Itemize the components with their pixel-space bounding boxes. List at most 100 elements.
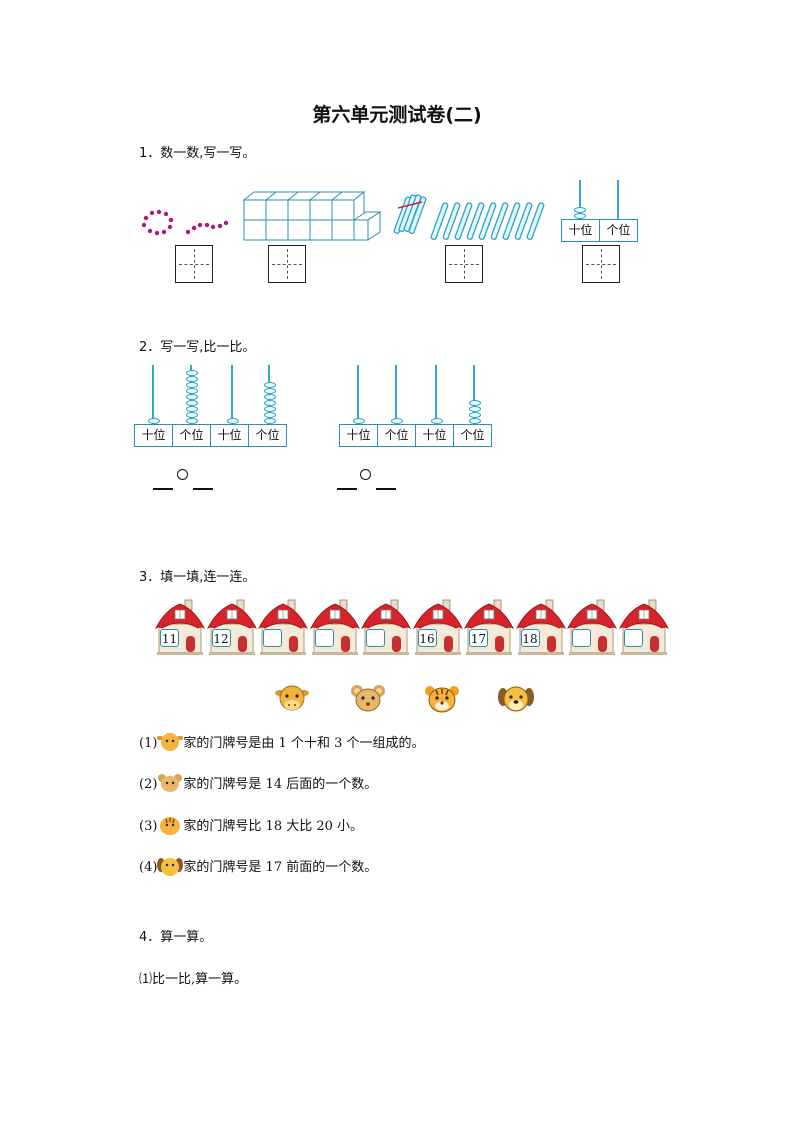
ones-label: 个位 <box>460 428 485 442</box>
q4-subheading: ⑴比一比,算一算。 <box>139 972 248 987</box>
house-number-box: 12 <box>211 629 231 647</box>
q3-item-3: (3) 家的门牌号比 18 大比 20 小。 <box>139 815 363 835</box>
q1-answer-box-2[interactable] <box>268 245 306 283</box>
compare-circle[interactable] <box>177 469 188 480</box>
abacus-bead <box>186 406 198 412</box>
compare-blank-left[interactable] <box>153 488 173 490</box>
tens-label: 十位 <box>135 425 173 446</box>
place-value-table-left: 十位 个位 十位 个位 <box>134 424 287 447</box>
ones-label: 个位 <box>606 223 631 237</box>
abacus-bead <box>186 418 198 424</box>
house: 11 <box>155 598 205 656</box>
q3-item-1: (1) 家的门牌号是由 1 个十和 3 个一组成的。 <box>139 732 425 752</box>
compare-blank-left[interactable] <box>337 488 357 490</box>
compare-blank-right[interactable] <box>193 488 213 490</box>
compare-blank-right[interactable] <box>376 488 396 490</box>
q1-answer-box-3[interactable] <box>445 245 483 283</box>
q1-answer-box-4[interactable] <box>582 245 620 283</box>
item-number: (2) <box>139 777 158 792</box>
abacus-bead <box>186 376 198 382</box>
abacus-bead <box>186 394 198 400</box>
place-value-table: 十位 个位 <box>561 219 638 242</box>
tiger-face-icon <box>425 686 459 713</box>
house: 17 <box>464 598 514 656</box>
abacus-bead <box>264 382 276 388</box>
house-number-box: 16 <box>417 629 437 647</box>
abacus-bead <box>186 382 198 388</box>
cube-blocks-illustration <box>242 190 382 242</box>
abacus-bead <box>353 418 365 424</box>
page-title: 第六单元测试卷(二) <box>312 104 482 126</box>
tens-label: 十位 <box>562 220 600 241</box>
cow-face-icon <box>156 732 185 752</box>
tiger-face-icon <box>157 815 183 835</box>
house <box>309 598 360 656</box>
bead-groups-illustration <box>141 209 229 236</box>
house: 12 <box>206 598 257 656</box>
q4-heading: 4．算一算。 <box>139 930 213 945</box>
item-number: (1) <box>139 736 158 751</box>
house-number-box[interactable] <box>314 629 334 647</box>
abacus-bead <box>574 207 586 213</box>
abacus-bead <box>264 388 276 394</box>
dog-face-icon <box>498 686 534 712</box>
house <box>361 598 411 656</box>
ones-label: 个位 <box>255 428 280 442</box>
abacus-rod <box>435 365 437 425</box>
item-text: 家的门牌号比 18 大比 20 小。 <box>183 819 364 834</box>
dog-face-icon <box>157 856 184 876</box>
ones-label: 个位 <box>378 425 416 446</box>
tens-label: 十位 <box>211 425 249 446</box>
mouse-face-icon <box>351 685 385 712</box>
compare-circle[interactable] <box>360 469 371 480</box>
abacus-bead <box>469 406 481 412</box>
mouse-face-icon <box>157 773 183 793</box>
cow-face-icon <box>275 685 309 711</box>
ones-label: 个位 <box>173 425 211 446</box>
item-text: 家的门牌号是 17 前面的一个数。 <box>183 860 378 875</box>
abacus-rod <box>152 365 154 425</box>
q3-item-4: (4) 家的门牌号是 17 前面的一个数。 <box>139 856 377 876</box>
abacus-bead <box>574 213 586 219</box>
house <box>258 598 308 656</box>
abacus-bead <box>264 400 276 406</box>
abacus-bead <box>469 412 481 418</box>
house-number-box[interactable] <box>366 629 385 647</box>
item-text: 家的门牌号是由 1 个十和 3 个一组成的。 <box>183 736 425 751</box>
item-number: (4) <box>139 860 158 875</box>
abacus-rod <box>231 365 233 425</box>
abacus-bead <box>227 418 239 424</box>
abacus-rod <box>395 365 397 425</box>
sticks-illustration <box>393 194 545 240</box>
item-text: 家的门牌号是 14 后面的一个数。 <box>183 777 378 792</box>
abacus-bead <box>469 418 481 424</box>
abacus-bead <box>186 400 198 406</box>
q3-item-2: (2) 家的门牌号是 14 后面的一个数。 <box>139 773 377 793</box>
house-number-box[interactable] <box>623 629 643 647</box>
house-number-box[interactable] <box>572 629 591 647</box>
q1-answer-box-1[interactable] <box>175 245 213 283</box>
abacus-bead <box>186 388 198 394</box>
house-row: 11 12 16 17 18 <box>155 598 675 658</box>
house-number-box: 11 <box>160 629 179 647</box>
abacus-rod <box>579 180 581 220</box>
abacus-rod <box>357 365 359 425</box>
abacus-rod <box>473 365 475 425</box>
abacus-bead <box>186 370 198 376</box>
abacus-bead <box>264 394 276 400</box>
house-number-box: 18 <box>520 629 540 647</box>
house: 18 <box>515 598 566 656</box>
abacus-bead <box>186 412 198 418</box>
q1-heading: 1．数一数,写一写。 <box>139 146 256 161</box>
place-value-table-right: 十位 个位 十位 个位 <box>339 424 492 447</box>
q2-heading: 2．写一写,比一比。 <box>139 340 256 355</box>
house <box>618 598 669 656</box>
house-number-box: 17 <box>469 629 488 647</box>
tens-label: 十位 <box>416 425 454 446</box>
house-number-box[interactable] <box>263 629 282 647</box>
abacus-bead <box>391 418 403 424</box>
item-number: (3) <box>139 819 158 834</box>
abacus-bead <box>264 412 276 418</box>
house: 16 <box>412 598 463 656</box>
q3-heading: 3．填一填,连一连。 <box>139 570 256 585</box>
